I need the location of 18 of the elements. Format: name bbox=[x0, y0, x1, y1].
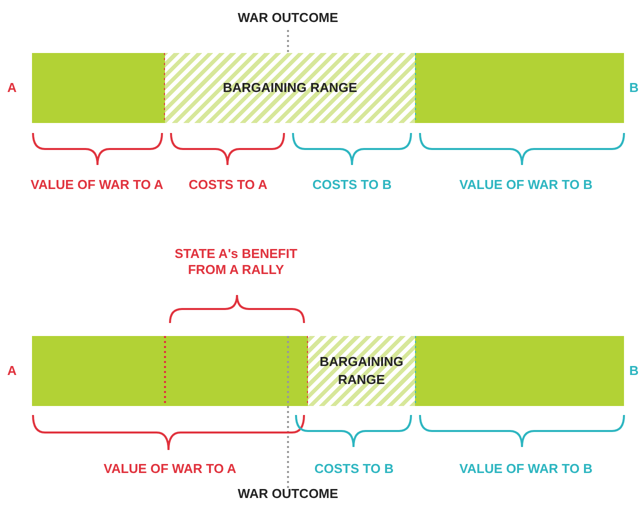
axis-label: A bbox=[7, 363, 17, 379]
axis-label: B bbox=[629, 80, 639, 96]
range-label: BARGAINING RANGE bbox=[318, 353, 404, 389]
axis-label: STATE A's BENEFIT FROM A RALLY bbox=[174, 246, 298, 278]
axis-label: VALUE OF WAR TO B bbox=[459, 177, 593, 193]
axis-label: B bbox=[629, 363, 639, 379]
hatched-range bbox=[165, 53, 415, 123]
axis-label: VALUE OF WAR TO A bbox=[30, 177, 164, 193]
hatched-range bbox=[308, 336, 415, 406]
axis-label: COSTS TO B bbox=[314, 461, 394, 477]
axis-label: VALUE OF WAR TO B bbox=[459, 461, 593, 477]
axis-label: COSTS TO B bbox=[312, 177, 392, 193]
axis-label: WAR OUTCOME bbox=[238, 486, 338, 502]
axis-label: VALUE OF WAR TO A bbox=[104, 461, 236, 477]
axis-label: A bbox=[7, 80, 17, 96]
axis-label: COSTS TO A bbox=[188, 177, 268, 193]
axis-label: WAR OUTCOME bbox=[238, 10, 338, 26]
range-label: BARGAINING RANGE bbox=[222, 79, 358, 97]
